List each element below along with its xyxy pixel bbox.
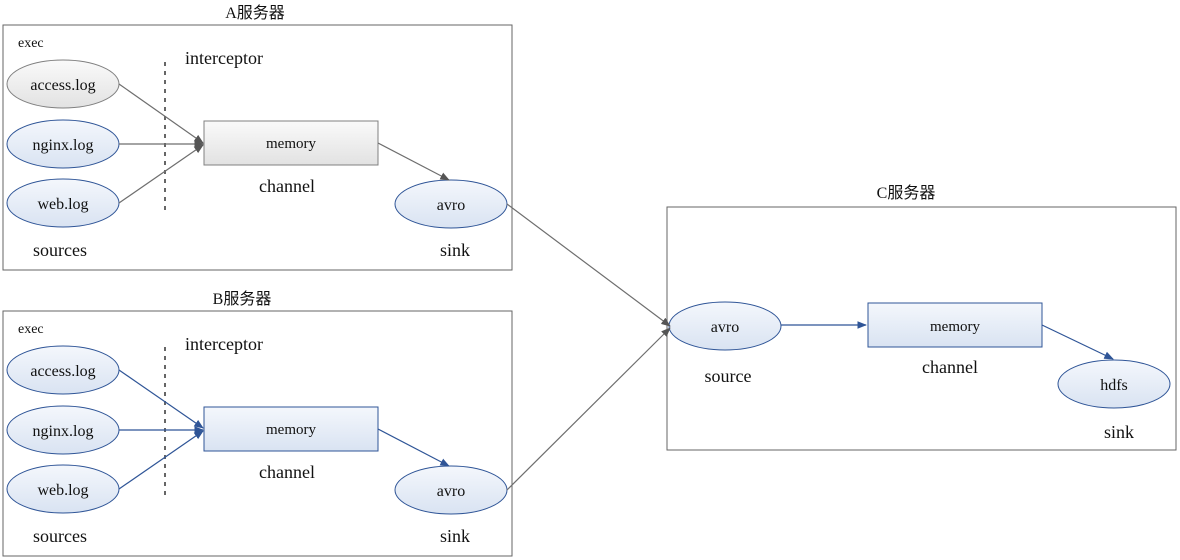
server-a-interceptor-label: interceptor [185, 48, 263, 68]
arrow-a-to-c [506, 203, 671, 327]
server-b-sources-label: sources [33, 526, 87, 546]
server-a-frame [2, 24, 513, 271]
svg-text:memory: memory [266, 422, 316, 438]
svg-text:memory: memory [266, 136, 316, 152]
server-c-source-label: source [705, 366, 752, 386]
server-b-sink-label: sink [440, 526, 470, 546]
server-b-sink-node: avro [394, 465, 508, 515]
server-b-source-access: access.log [6, 345, 120, 395]
server-b-arrow-web [118, 430, 204, 490]
svg-text:access.log: access.log [30, 77, 95, 94]
arrow-b-to-c [506, 327, 671, 491]
server-c-sink-label: sink [1104, 422, 1134, 442]
server-b-arrow-sink [377, 428, 450, 467]
svg-text:avro: avro [437, 483, 465, 500]
server-a-sink-label: sink [440, 240, 470, 260]
server-a-exec-label: exec [18, 36, 44, 51]
svg-text:web.log: web.log [37, 196, 88, 213]
server-c-title: C服务器 [877, 184, 936, 202]
server-a-source-nginx: nginx.log [6, 119, 120, 169]
server-c-channel-label: channel [922, 357, 978, 377]
svg-text:nginx.log: nginx.log [33, 137, 94, 154]
svg-text:access.log: access.log [30, 363, 95, 380]
server-b-channel-label: channel [259, 462, 315, 482]
server-b-arrow-access [118, 369, 204, 429]
server-a-arrow-web [118, 144, 204, 204]
svg-text:nginx.log: nginx.log [33, 423, 94, 440]
svg-text:hdfs: hdfs [1100, 377, 1128, 394]
server-b-source-web: web.log [6, 464, 120, 514]
svg-text:avro: avro [711, 319, 739, 336]
svg-text:web.log: web.log [37, 482, 88, 499]
server-a-sink-node: avro [394, 179, 508, 229]
server-c-source-node: avro [668, 301, 782, 351]
server-b-exec-label: exec [18, 322, 44, 337]
server-a-channel-box: memory [203, 120, 379, 166]
server-c-channel-box: memory [867, 302, 1043, 348]
server-a-arrow-sink [377, 142, 450, 181]
server-b: B服务器 exec interceptor access.log nginx.l… [2, 290, 513, 557]
server-b-frame [2, 310, 513, 557]
server-c-arrow-sink [1041, 324, 1114, 360]
svg-text:memory: memory [930, 319, 980, 335]
svg-text:avro: avro [437, 197, 465, 214]
server-c: C服务器 avro source memory channel hdfs sin… [666, 184, 1177, 451]
server-b-channel-box: memory [203, 406, 379, 452]
server-a-source-access: access.log [6, 59, 120, 109]
server-a-arrow-access [118, 83, 204, 144]
server-a-source-web: web.log [6, 178, 120, 228]
server-a-channel-label: channel [259, 176, 315, 196]
server-b-interceptor-label: interceptor [185, 334, 263, 354]
server-b-title: B服务器 [213, 290, 272, 308]
server-a: A服务器 exec interceptor access.log nginx.l… [2, 4, 513, 271]
server-b-source-nginx: nginx.log [6, 405, 120, 455]
server-c-sink-node: hdfs [1057, 359, 1171, 409]
server-a-title: A服务器 [225, 4, 285, 22]
server-a-sources-label: sources [33, 240, 87, 260]
